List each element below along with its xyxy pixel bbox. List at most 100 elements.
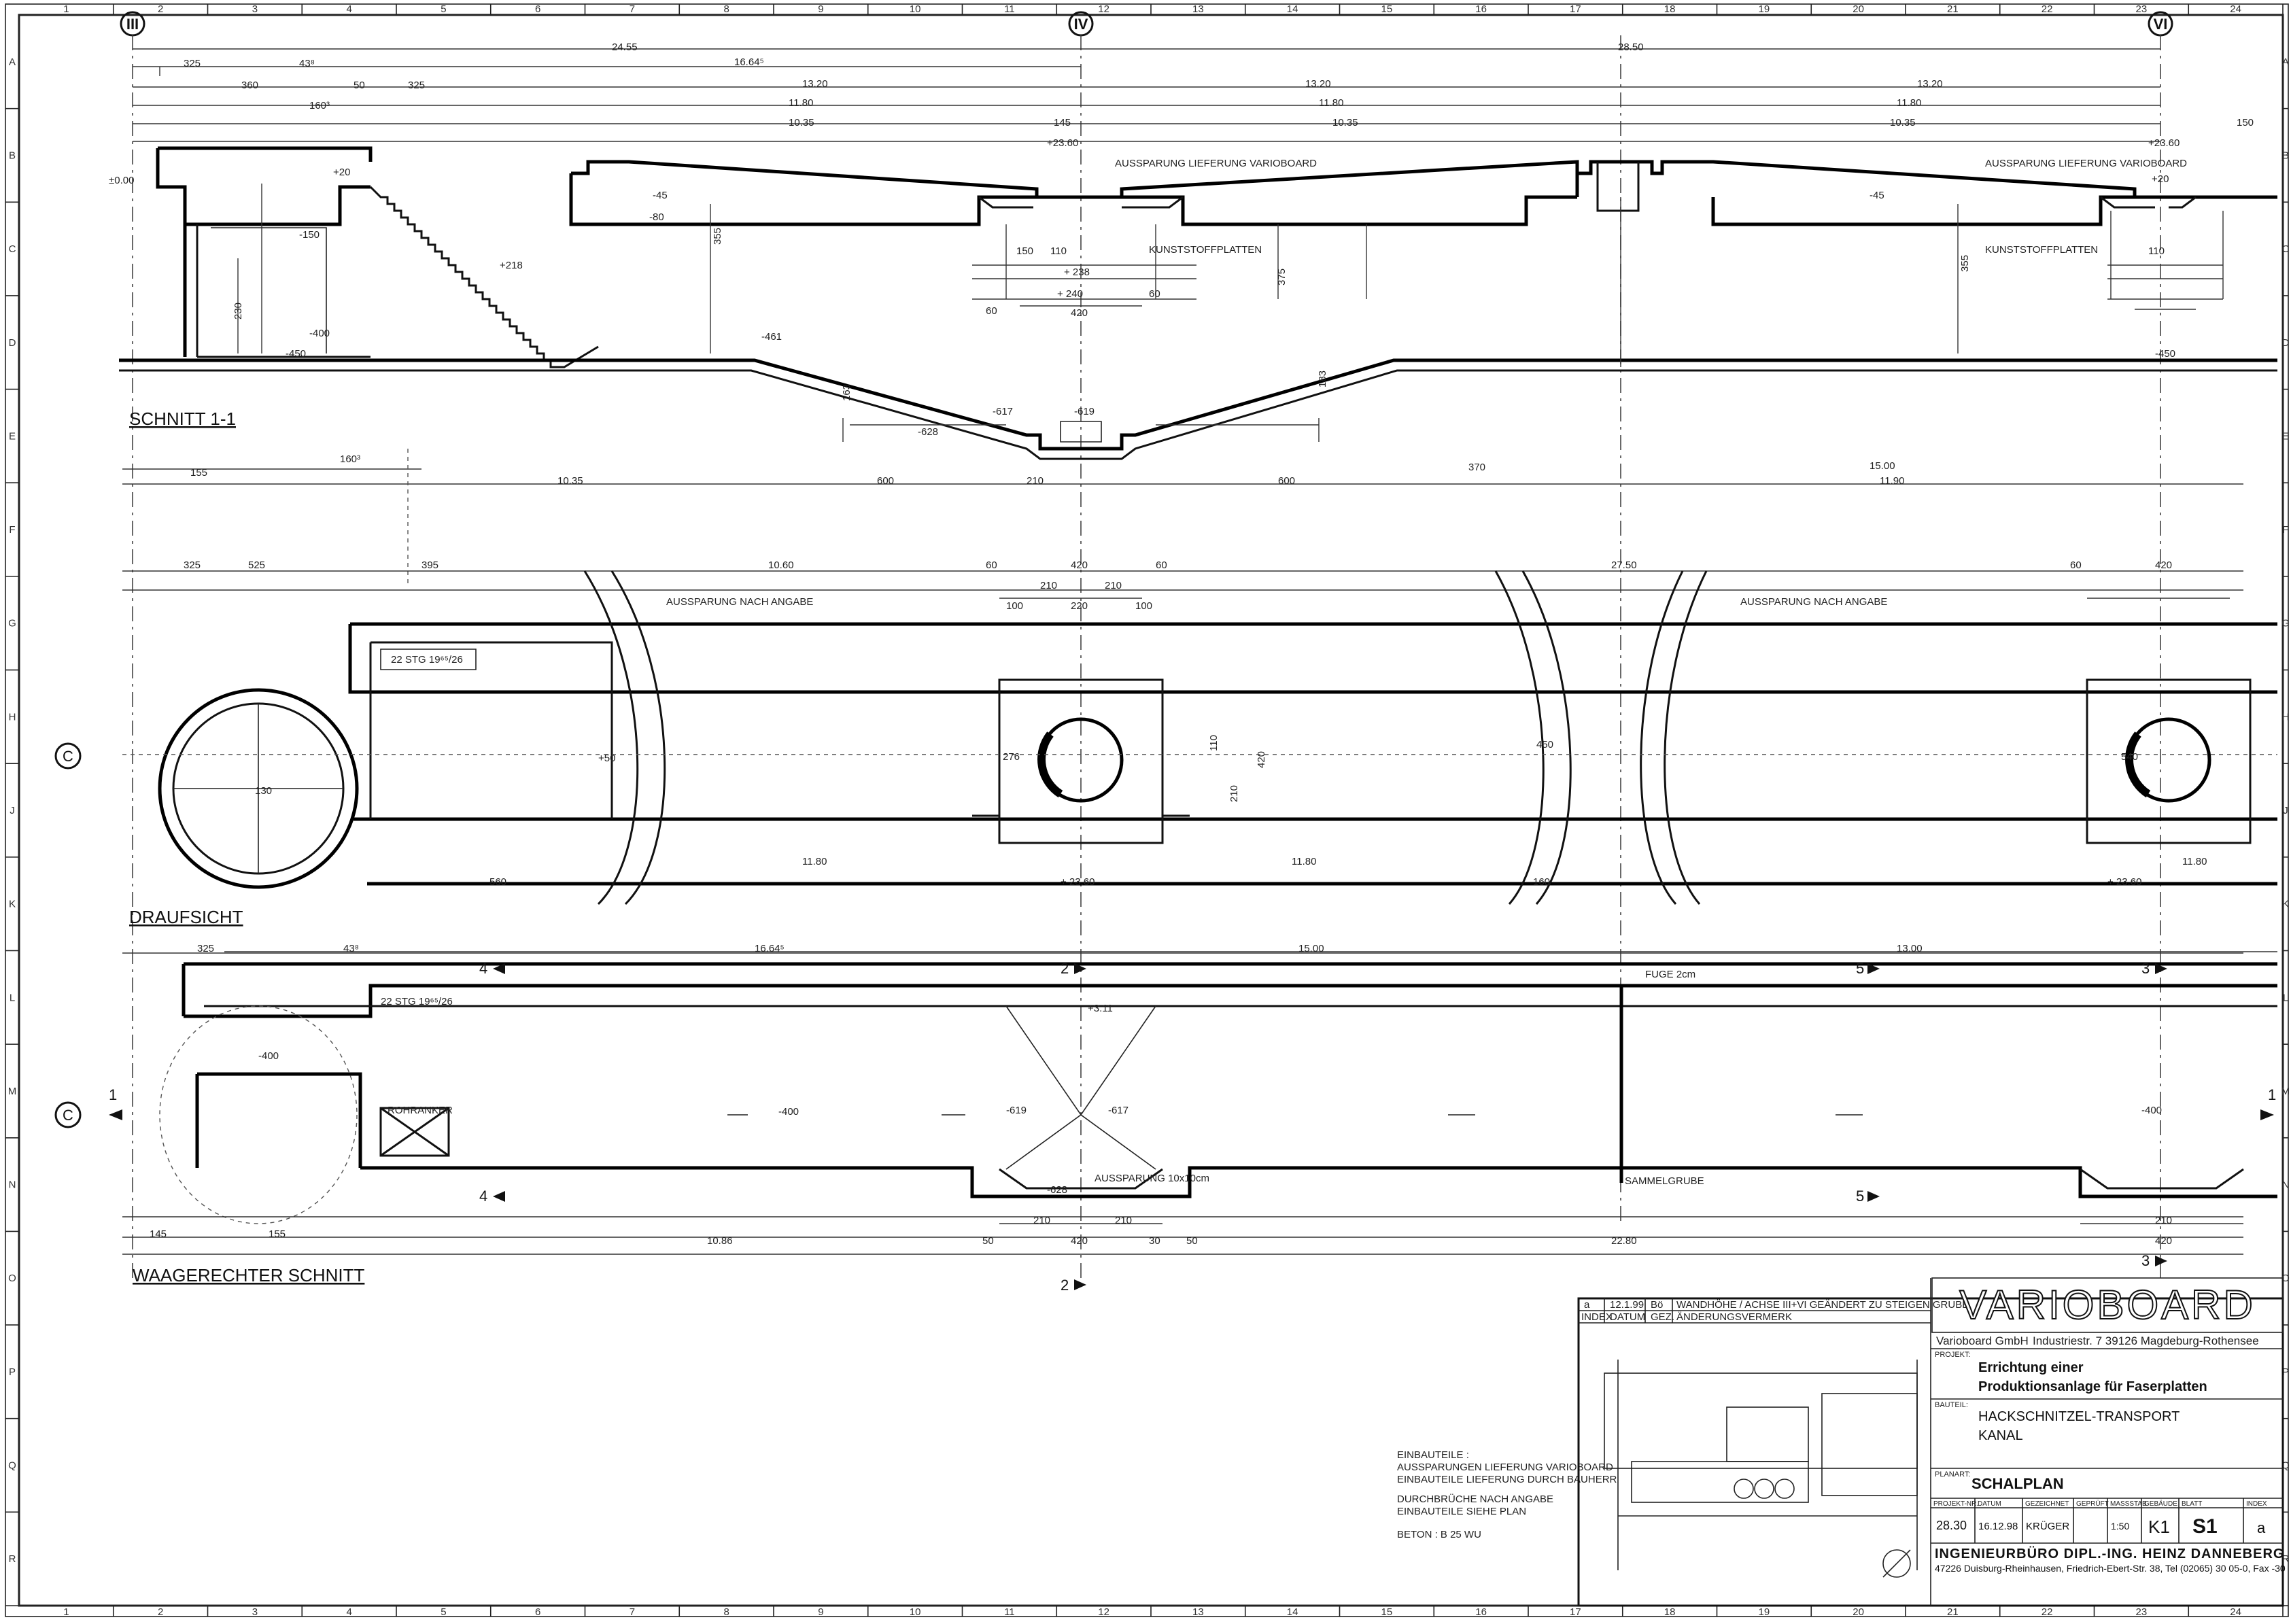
dim-label: 230 [232, 303, 244, 319]
grid-column-label: 5 [441, 1606, 446, 1618]
elev-label: +23.60 [2148, 137, 2180, 149]
plan-view-labels: 325 525 160³ 395 10.60 60 420 60 27.50 6… [129, 453, 2207, 927]
dim-label: 11.80 [1292, 856, 1316, 867]
hdr-blatt: BLATT [2182, 1500, 2202, 1508]
grid-column-label: 17 [1570, 1606, 1581, 1618]
grid-column-label: 20 [1853, 3, 1864, 15]
dim-label: 11.80 [802, 856, 827, 867]
grid-column-label: 13 [1192, 3, 1204, 15]
cut-marker-label: 5 [1856, 1188, 1864, 1205]
revision-header: ÄNDERUNGSVERMERK [1676, 1311, 1792, 1323]
note-label: AUSSPARUNG 10x10cm [1095, 1173, 1209, 1184]
horizontal-section-drawing [122, 952, 2277, 1255]
note-label: AUSSPARUNG LIEFERUNG VARIOBOARD [1985, 158, 2187, 169]
grid-row-label: C [9, 243, 16, 255]
grid-row-label: E [2282, 430, 2289, 442]
dim-label: 325 [197, 943, 214, 954]
elev-label: -450 [2155, 348, 2175, 360]
axis-marker-label: IV [1074, 16, 1088, 33]
dim-label: 60 [986, 305, 997, 317]
dim-label: 50 [354, 80, 365, 91]
dim-label: 210 [1033, 1215, 1050, 1226]
grid-column-label: 5 [441, 3, 446, 15]
grid-row-label: E [9, 430, 16, 442]
grid-column-label: 19 [1759, 3, 1770, 15]
dim-label: 22.80 [1611, 1235, 1637, 1247]
revision-index: a [1584, 1299, 1590, 1311]
section-1-1-drawing [119, 48, 2277, 585]
elev-label: +20 [333, 167, 350, 178]
grid-row-label: M [8, 1086, 17, 1097]
dim-label: 10.35 [557, 475, 583, 487]
dim-label: 160 [1533, 876, 1550, 888]
grid-row-label: N [9, 1179, 16, 1191]
elev-label: -400 [258, 1050, 279, 1062]
hdr-gebaeude: GEBÄUDE [2144, 1500, 2177, 1508]
grid-column-label: 23 [2136, 1606, 2148, 1618]
dim-label: 100 [1006, 600, 1023, 612]
project-line-1: Errichtung einer [1978, 1360, 2084, 1375]
section-1-1-labels: 24.55 28.50 16.64⁵ 325 43⁸ 360 50 160³ 3… [109, 41, 2254, 487]
part-line-2: KANAL [1978, 1428, 2023, 1443]
grid-row-label: K [9, 899, 16, 910]
section-title-draufsicht: DRAUFSICHT [129, 907, 243, 927]
grid-column-label: 12 [1098, 3, 1109, 15]
axis-centerlines [132, 35, 2161, 1292]
dim-label: 210 [1105, 580, 1122, 591]
cut-marker-label: 1 [2268, 1086, 2276, 1103]
dim-label: 355 [712, 228, 723, 245]
dim-label: 130 [255, 785, 272, 797]
grid-column-label: 14 [1287, 1606, 1298, 1618]
axis-marker-label: VI [2154, 16, 2168, 33]
dim-label: 420 [1071, 559, 1088, 571]
revision-text: WANDHÖHE / ACHSE III+VI GEÄNDERT ZU STEI… [1676, 1298, 1969, 1311]
view-marker-c-section: C [54, 1101, 82, 1128]
cut-markers: 1 1 2 2 3 3 4 4 5 5 [109, 960, 2276, 1294]
note-label: KUNSTSTOFFPLATTEN [1985, 244, 2098, 256]
elev-label: -45 [1870, 190, 1884, 201]
dim-label: 560 [489, 876, 506, 888]
grid-column-label: 20 [1853, 1606, 1864, 1618]
dim-label: 11.80 [2182, 856, 2207, 867]
dim-label: 145 [150, 1228, 167, 1240]
dim-label: 11.80 [789, 97, 813, 109]
grid-column-label: 9 [818, 1606, 823, 1618]
grid-column-label: 6 [535, 1606, 540, 1618]
dim-label: 13.20 [1917, 78, 1943, 90]
grid-row-label: Q [2281, 1460, 2290, 1472]
section-title-schnitt: SCHNITT 1-1 [129, 409, 236, 429]
axis-marker-label: III [126, 16, 139, 33]
cut-marker-label: 4 [479, 1188, 487, 1205]
note-line: BETON : B 25 WU [1397, 1529, 1481, 1540]
grid-column-label: 16 [1475, 1606, 1487, 1618]
dim-label: 10.35 [789, 117, 814, 128]
elev-label: -619 [1006, 1105, 1027, 1116]
dim-label: 28.50 [1618, 41, 1644, 53]
dim-label: 16.64⁵ [734, 56, 764, 68]
note-label: ROHRANKER [387, 1105, 453, 1116]
drawing-date: 16.12.98 [1978, 1521, 2018, 1532]
elev-label: -400 [2141, 1105, 2162, 1116]
grid-column-label: 9 [818, 3, 823, 15]
hdr-gepr: GEPRÜFT [2076, 1500, 2109, 1508]
grid-column-label: 8 [723, 1606, 729, 1618]
hdr-projnr: PROJEKT-NR. [1933, 1500, 1978, 1508]
axis-marker-iv: IV [1068, 11, 1094, 37]
dim-label: 10.60 [768, 559, 794, 571]
key-plan-thumbnail [1604, 1360, 1918, 1578]
dim-label: 60 [986, 559, 997, 571]
revision-header: GEZ. [1651, 1311, 1674, 1323]
dim-label: 160³ [340, 453, 360, 465]
grid-column-label: 24 [2230, 3, 2241, 15]
grid-column-label: 4 [346, 1606, 351, 1618]
dim-label: 13.00 [1897, 943, 1923, 954]
sheet-number: S1 [2192, 1515, 2218, 1538]
company-address: Industriestr. 7 39126 Magdeburg-Rothense… [2033, 1334, 2259, 1347]
note-line: EINBAUTEILE : [1397, 1449, 1469, 1461]
grid-row-label: A [2282, 56, 2289, 68]
grid-row-label: D [2282, 337, 2290, 349]
dim-label: 210 [1027, 475, 1044, 487]
grid-column-label: 15 [1381, 3, 1393, 15]
elev-label: -461 [761, 331, 782, 343]
